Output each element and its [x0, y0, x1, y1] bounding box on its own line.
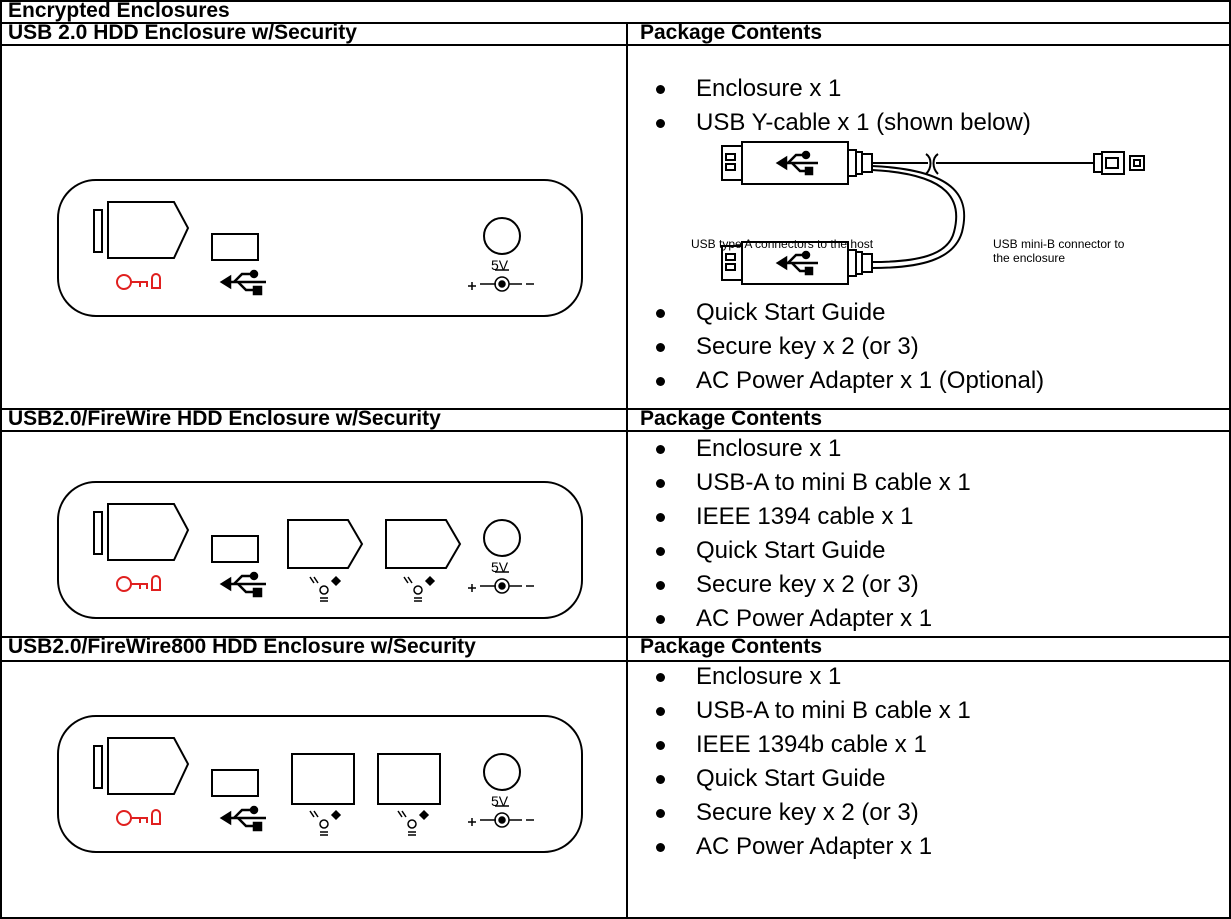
list-item: Quick Start Guide: [640, 762, 971, 796]
bullet: [656, 119, 665, 128]
package-contents-list: Enclosure x 1 USB-A to mini B cable x 1 …: [640, 432, 971, 636]
table-border-bottom: [0, 917, 1231, 919]
row-divider: [0, 660, 1231, 662]
table-border-right: [1229, 0, 1231, 919]
list-item: Secure key x 2 (or 3): [640, 330, 1044, 364]
section-heading: USB 2.0 HDD Enclosure w/Security: [8, 21, 357, 44]
bullet: [656, 809, 665, 818]
contents-heading: Package Contents: [640, 21, 823, 44]
key-icon: [116, 575, 161, 592]
bullet: [656, 843, 665, 852]
package-contents-list-continued: Quick Start Guide Secure key x 2 (or 3) …: [640, 296, 1044, 398]
usb-port: [211, 769, 259, 797]
usb-icon: [219, 269, 266, 296]
usb-y-cable-illustration: [721, 141, 1145, 285]
list-item: USB-A to mini B cable x 1: [640, 466, 971, 500]
bullet: [656, 707, 665, 716]
firewire-icon: [397, 809, 430, 836]
usb-port: [211, 535, 259, 563]
bullet: [656, 547, 665, 556]
list-item: Enclosure x 1: [640, 660, 971, 694]
power-label: 5V: [491, 257, 509, 273]
row-divider: [0, 636, 1231, 638]
bullet: [656, 85, 665, 94]
list-item: Quick Start Guide: [640, 296, 1044, 330]
bullet: [656, 377, 665, 386]
table-border-left: [0, 0, 2, 919]
list-item: IEEE 1394b cable x 1: [640, 728, 971, 762]
row-divider: [0, 408, 1231, 410]
list-item: Enclosure x 1: [640, 72, 1031, 106]
row-divider: [0, 430, 1231, 432]
section-heading: USB2.0/FireWire800 HDD Enclosure w/Secur…: [8, 635, 476, 658]
usb-icon: [219, 805, 266, 832]
bullet: [656, 513, 665, 522]
bullet: [656, 775, 665, 784]
list-item: AC Power Adapter x 1: [640, 830, 971, 864]
firewire800-port: [377, 753, 441, 805]
list-item: AC Power Adapter x 1 (Optional): [640, 364, 1044, 398]
column-divider: [626, 22, 628, 919]
dc-power-icon: [468, 571, 534, 594]
firewire-icon: [309, 809, 342, 836]
usb-port: [211, 233, 259, 261]
list-item: IEEE 1394 cable x 1: [640, 500, 971, 534]
list-item: AC Power Adapter x 1: [640, 602, 971, 636]
power-jack: [483, 217, 521, 255]
dc-power-icon: [468, 269, 534, 292]
power-label: 5V: [491, 793, 509, 809]
document-title: Encrypted Enclosures: [8, 0, 230, 22]
contents-heading: Package Contents: [640, 635, 823, 658]
list-item: Enclosure x 1: [640, 432, 971, 466]
power-jack: [483, 753, 521, 791]
row-divider: [0, 22, 1231, 24]
row-divider: [0, 44, 1231, 46]
power-label: 5V: [491, 559, 509, 575]
table-border-top: [0, 0, 1231, 2]
package-contents-list: Enclosure x 1 USB Y-cable x 1 (shown bel…: [640, 72, 1031, 140]
list-item: Secure key x 2 (or 3): [640, 796, 971, 830]
list-item: USB-A to mini B cable x 1: [640, 694, 971, 728]
firewire-icon: [403, 575, 436, 602]
enclosure-rear-panel: [57, 715, 583, 853]
firewire-icon: [309, 575, 342, 602]
bullet: [656, 741, 665, 750]
cable-label-enclosure: USB mini-B connector to the enclosure: [993, 237, 1125, 265]
firewire-port: [287, 519, 364, 569]
enclosure-rear-panel: [57, 481, 583, 619]
key-icon: [116, 273, 161, 290]
key-slot: [93, 201, 190, 259]
firewire-port: [385, 519, 462, 569]
list-item: Quick Start Guide: [640, 534, 971, 568]
usb-icon: [775, 150, 818, 276]
firewire800-port: [291, 753, 355, 805]
bullet: [656, 581, 665, 590]
bullet: [656, 445, 665, 454]
enclosure-rear-panel: [57, 179, 583, 317]
contents-heading: Package Contents: [640, 407, 823, 430]
cable-label-host: USB type A connectors to the host: [691, 237, 874, 251]
list-item: Secure key x 2 (or 3): [640, 568, 971, 602]
bullet: [656, 343, 665, 352]
bullet: [656, 673, 665, 682]
power-jack: [483, 519, 521, 557]
usb-icon: [219, 571, 266, 598]
bullet: [656, 309, 665, 318]
bullet: [656, 615, 665, 624]
package-contents-list: Enclosure x 1 USB-A to mini B cable x 1 …: [640, 660, 971, 864]
section-heading: USB2.0/FireWire HDD Enclosure w/Security: [8, 407, 441, 430]
key-icon: [116, 809, 161, 826]
bullet: [656, 479, 665, 488]
dc-power-icon: [468, 805, 534, 828]
list-item: USB Y-cable x 1 (shown below): [640, 106, 1031, 140]
